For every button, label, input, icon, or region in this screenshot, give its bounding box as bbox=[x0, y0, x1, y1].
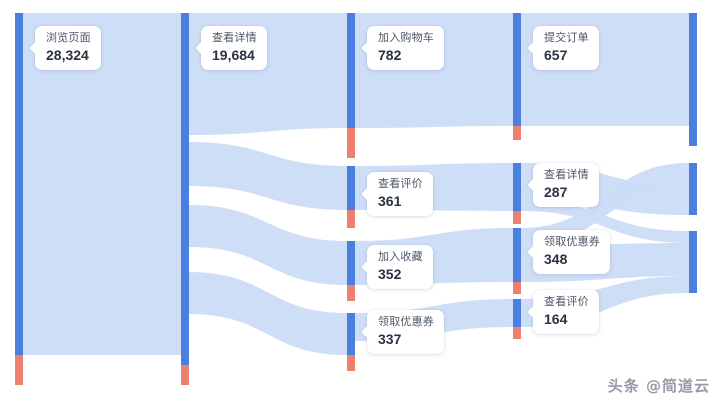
sankey-node-dropoff-bar[interactable] bbox=[347, 285, 355, 301]
node-label-name: 领取优惠券 bbox=[544, 236, 600, 248]
sankey-node-dropoff-bar[interactable] bbox=[181, 365, 189, 385]
sankey-node-bar[interactable] bbox=[347, 166, 355, 210]
node-label-name: 查看评价 bbox=[544, 296, 589, 308]
sankey-node-bar[interactable] bbox=[689, 231, 697, 276]
sankey-node-dropoff-bar[interactable] bbox=[513, 126, 521, 140]
sankey-node-dropoff-bar[interactable] bbox=[15, 355, 23, 385]
sankey-node-dropoff-bar[interactable] bbox=[347, 355, 355, 371]
sankey-link[interactable] bbox=[189, 142, 347, 210]
sankey-node-dropoff-bar[interactable] bbox=[513, 211, 521, 224]
node-label-value: 28,324 bbox=[46, 46, 89, 63]
sankey-link[interactable] bbox=[521, 200, 689, 243]
sankey-link[interactable] bbox=[23, 13, 181, 355]
sankey-node-dropoff-bar[interactable] bbox=[513, 327, 521, 339]
node-label-name: 加入收藏 bbox=[378, 251, 423, 263]
node-label-callout[interactable]: 领取优惠券 337 bbox=[367, 310, 444, 355]
node-label-name: 查看详情 bbox=[212, 32, 257, 44]
sankey-node-bar[interactable] bbox=[513, 299, 521, 327]
sankey-node-bar[interactable] bbox=[689, 163, 697, 215]
sankey-link[interactable] bbox=[189, 205, 347, 285]
node-label-value: 782 bbox=[378, 46, 402, 63]
node-label-value: 19,684 bbox=[212, 46, 255, 63]
node-label-callout[interactable]: 领取优惠券 348 bbox=[533, 230, 610, 275]
node-label-callout[interactable]: 查看详情 287 bbox=[533, 163, 599, 208]
sankey-node-bar[interactable] bbox=[689, 13, 697, 146]
node-label-callout[interactable]: 查看评价 361 bbox=[367, 172, 433, 217]
node-label-callout[interactable]: 提交订单 657 bbox=[533, 26, 599, 71]
watermark: 头条 @简道云 bbox=[607, 377, 710, 395]
node-label-value: 287 bbox=[544, 183, 568, 200]
sankey-node-bar[interactable] bbox=[513, 228, 521, 282]
node-label-name: 加入购物车 bbox=[378, 32, 434, 44]
sankey-node-dropoff-bar[interactable] bbox=[347, 128, 355, 158]
node-label-name: 领取优惠券 bbox=[378, 316, 434, 328]
node-label-name: 提交订单 bbox=[544, 32, 589, 44]
sankey-link[interactable] bbox=[189, 272, 347, 355]
sankey-node-bar[interactable] bbox=[347, 313, 355, 355]
sankey-nodes-layer bbox=[15, 13, 697, 385]
sankey-node-bar[interactable] bbox=[513, 13, 521, 126]
node-label-callout[interactable]: 加入收藏 352 bbox=[367, 245, 433, 290]
node-label-value: 348 bbox=[544, 250, 568, 267]
node-label-callout[interactable]: 查看详情 19,684 bbox=[201, 26, 267, 71]
sankey-node-bar[interactable] bbox=[347, 241, 355, 285]
sankey-node-bar[interactable] bbox=[689, 276, 697, 293]
node-label-value: 657 bbox=[544, 46, 568, 63]
sankey-node-bar[interactable] bbox=[513, 163, 521, 211]
node-label-value: 337 bbox=[378, 330, 402, 347]
node-label-name: 查看评价 bbox=[378, 178, 423, 190]
node-label-callout[interactable]: 加入购物车 782 bbox=[367, 26, 444, 71]
sankey-node-bar[interactable] bbox=[15, 13, 23, 355]
node-label-value: 361 bbox=[378, 192, 402, 209]
sankey-link[interactable] bbox=[521, 163, 689, 246]
sankey-node-bar[interactable] bbox=[181, 13, 189, 365]
node-label-name: 查看详情 bbox=[544, 169, 589, 181]
node-label-name: 浏览页面 bbox=[46, 32, 91, 44]
node-label-callout[interactable]: 查看评价 164 bbox=[533, 290, 599, 335]
sankey-node-dropoff-bar[interactable] bbox=[513, 282, 521, 294]
node-label-value: 352 bbox=[378, 265, 402, 282]
node-label-callout[interactable]: 浏览页面 28,324 bbox=[35, 26, 101, 71]
node-label-value: 164 bbox=[544, 310, 568, 327]
sankey-node-bar[interactable] bbox=[347, 13, 355, 128]
sankey-node-dropoff-bar[interactable] bbox=[347, 210, 355, 228]
